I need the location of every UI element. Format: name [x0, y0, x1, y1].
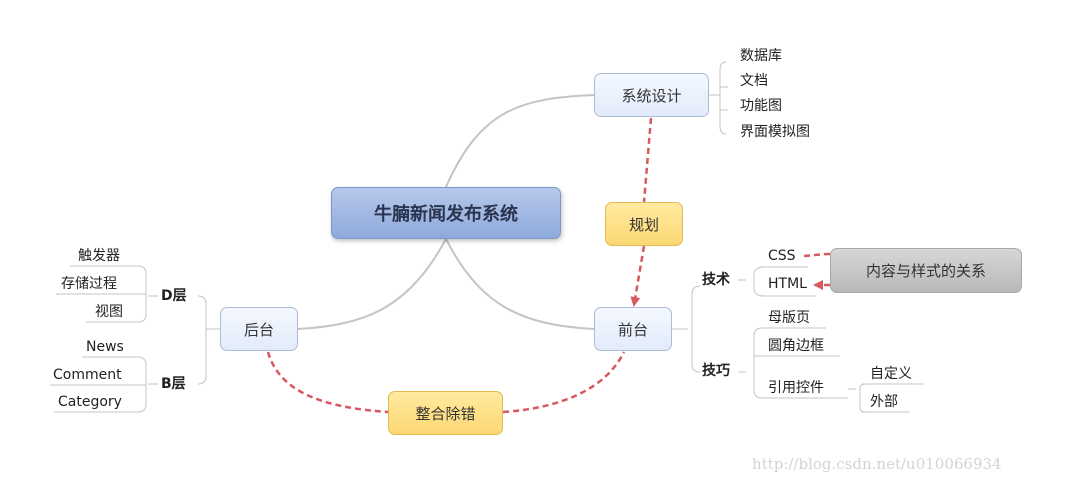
subtopic-news[interactable]: News — [86, 339, 124, 355]
subtopic-custom[interactable]: 自定义 — [870, 366, 912, 382]
branch-line-backend — [297, 238, 447, 330]
subtopic-function-diagram[interactable]: 功能图 — [740, 98, 782, 114]
subtopic-database[interactable]: 数据库 — [740, 48, 782, 64]
topic-frontend[interactable]: 前台 — [594, 307, 672, 351]
topic-frontend-label: 前台 — [617, 320, 648, 339]
subtopic-view[interactable]: 视图 — [95, 304, 123, 320]
subtopic-skills[interactable]: 技巧 — [702, 363, 730, 379]
subtopic-trigger[interactable]: 触发器 — [78, 248, 120, 264]
subtopic-b-layer[interactable]: B层 — [161, 376, 186, 392]
bracket-d-layer — [137, 265, 158, 323]
callout-planning-label: 规划 — [628, 215, 659, 234]
subtopic-documents[interactable]: 文档 — [740, 73, 768, 89]
root-topic[interactable]: 牛腩新闻发布系统 — [331, 187, 561, 239]
subtopic-d-layer[interactable]: D层 — [161, 288, 187, 304]
watermark-url: http://blog.csdn.net/u010066934 — [752, 455, 1002, 473]
callout-integration[interactable]: 整合除错 — [388, 391, 503, 435]
bracket-backend — [197, 295, 220, 385]
callout-content-style-label: 内容与样式的关系 — [865, 262, 986, 280]
bracket-system-design — [709, 61, 728, 135]
bracket-b-layer — [137, 356, 158, 413]
subtopic-css[interactable]: CSS — [768, 248, 796, 264]
root-topic-label: 牛腩新闻发布系统 — [374, 204, 518, 225]
subtopic-category[interactable]: Category — [58, 394, 122, 410]
subtopic-external[interactable]: 外部 — [870, 394, 898, 410]
bracket-ref-control — [848, 383, 867, 413]
subtopic-ref-control[interactable]: 引用控件 — [768, 380, 824, 396]
subtopic-tech[interactable]: 技术 — [702, 272, 730, 288]
callout-content-style[interactable]: 内容与样式的关系 — [830, 248, 1022, 293]
bracket-frontend — [672, 285, 701, 373]
subtopic-stored-procedure[interactable]: 存储过程 — [61, 276, 117, 292]
topic-system-design[interactable]: 系统设计 — [594, 73, 709, 117]
subtopic-comment[interactable]: Comment — [53, 367, 122, 383]
relation-integrate-frontend — [502, 351, 626, 414]
relation-content-css — [802, 252, 831, 258]
bracket-tech — [738, 266, 765, 297]
relation-design-to-plan — [642, 117, 653, 203]
branch-line-frontend — [445, 238, 595, 330]
subtopic-master-page[interactable]: 母版页 — [768, 310, 810, 326]
branch-line-system-design — [445, 94, 595, 188]
topic-backend[interactable]: 后台 — [220, 307, 298, 351]
callout-planning[interactable]: 规划 — [605, 202, 683, 246]
relation-backend-integrate — [266, 351, 389, 414]
subtopic-ui-mockup[interactable]: 界面模拟图 — [740, 124, 810, 140]
bracket-skills — [738, 327, 763, 399]
topic-system-design-label: 系统设计 — [621, 86, 682, 105]
relation-plan-to-frontend — [630, 245, 646, 307]
callout-integration-label: 整合除错 — [415, 404, 476, 423]
subtopic-html[interactable]: HTML — [768, 276, 807, 292]
topic-backend-label: 后台 — [243, 320, 274, 339]
subtopic-rounded-border[interactable]: 圆角边框 — [768, 338, 824, 354]
